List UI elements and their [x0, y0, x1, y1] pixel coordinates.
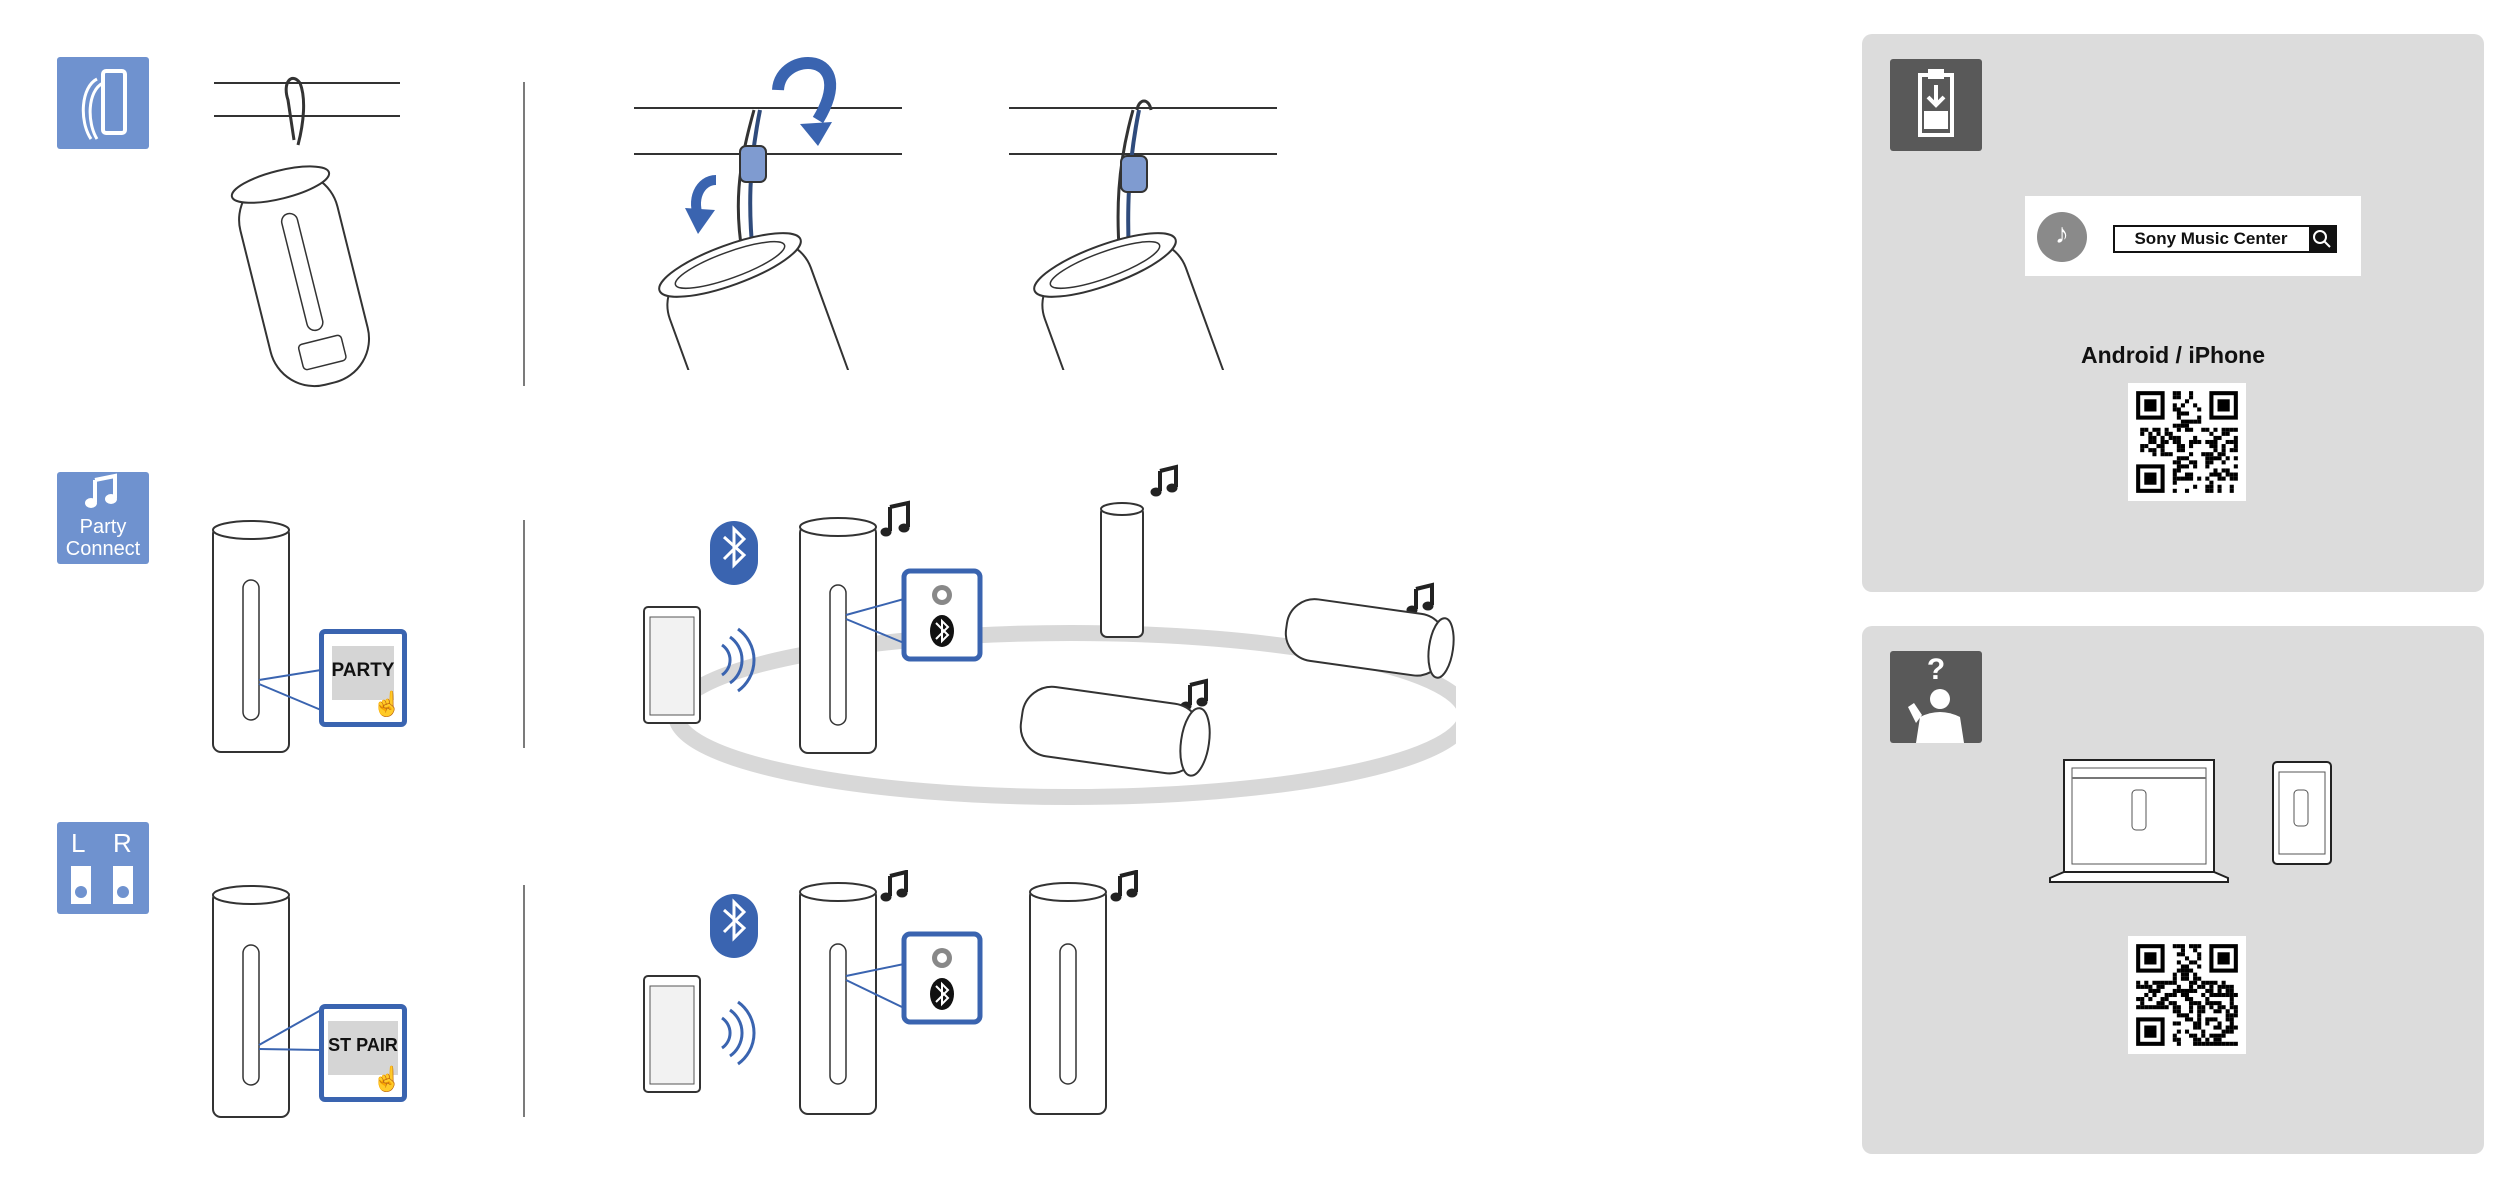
- help-devices-illustration: [2049, 759, 2332, 883]
- music-app-icon: ♪: [2037, 212, 2087, 262]
- press-hand-icon: ☝: [372, 1066, 402, 1093]
- smartphone-icon: [2272, 761, 2332, 865]
- stereo-left-label: L: [71, 828, 86, 858]
- bluetooth-icon: [710, 521, 758, 585]
- party-connect-illustration: [643, 464, 1456, 805]
- strap-section-icon: [57, 57, 149, 149]
- divider: [523, 82, 525, 386]
- stereo-pair-section-icon: L R: [57, 822, 149, 914]
- stpair-button-label: ST PAIR: [328, 1035, 398, 1055]
- app-search-text: Sony Music Center: [2134, 229, 2288, 248]
- app-platforms-label: Android / iPhone: [2081, 342, 2265, 368]
- help-panel: ?: [1862, 626, 2484, 1154]
- strap-loop-step-illustration: [634, 57, 902, 370]
- app-qr-code[interactable]: [2128, 383, 2246, 501]
- divider: [523, 520, 525, 748]
- download-app-icon: [1890, 59, 1982, 151]
- app-download-panel: ♪ Sony Music Center Android / iPhone: [1862, 34, 2484, 592]
- bluetooth-icon: [710, 894, 758, 958]
- party-icon-label-line2: Connect: [65, 538, 141, 560]
- laptop-icon: [2049, 759, 2229, 883]
- help-icon-symbol: ?: [1926, 653, 1946, 686]
- press-hand-icon: ☝: [372, 691, 402, 718]
- qr-code-icon: [2136, 944, 2238, 1046]
- speaker-party-illustration: [212, 520, 322, 753]
- strap-loop-final-illustration: [1009, 99, 1277, 370]
- stereo-pair-illustration: [643, 870, 1138, 1115]
- speaker-stpair-illustration: [212, 885, 322, 1118]
- stereo-right-label: R: [113, 828, 132, 858]
- party-icon-label-line1: Party: [79, 516, 127, 538]
- music-note-icon: [85, 473, 117, 508]
- strap-icon: [81, 69, 127, 140]
- help-qr-code[interactable]: [2128, 936, 2246, 1054]
- app-search-field[interactable]: Sony Music Center: [2113, 225, 2337, 253]
- speakers-icon: [71, 866, 133, 904]
- party-connect-section-icon: Party Connect: [57, 472, 149, 564]
- app-search-card: ♪ Sony Music Center: [2025, 196, 2361, 276]
- qr-code-icon: [2136, 391, 2238, 493]
- party-button-callout: PARTY ☝: [319, 629, 407, 727]
- speaker-hanging-illustration: [214, 76, 400, 388]
- divider: [523, 885, 525, 1117]
- stpair-button-callout: ST PAIR ☝: [319, 1004, 407, 1102]
- search-icon[interactable]: [2309, 227, 2335, 251]
- party-button-label: PARTY: [331, 660, 395, 681]
- help-icon: ?: [1890, 651, 1982, 743]
